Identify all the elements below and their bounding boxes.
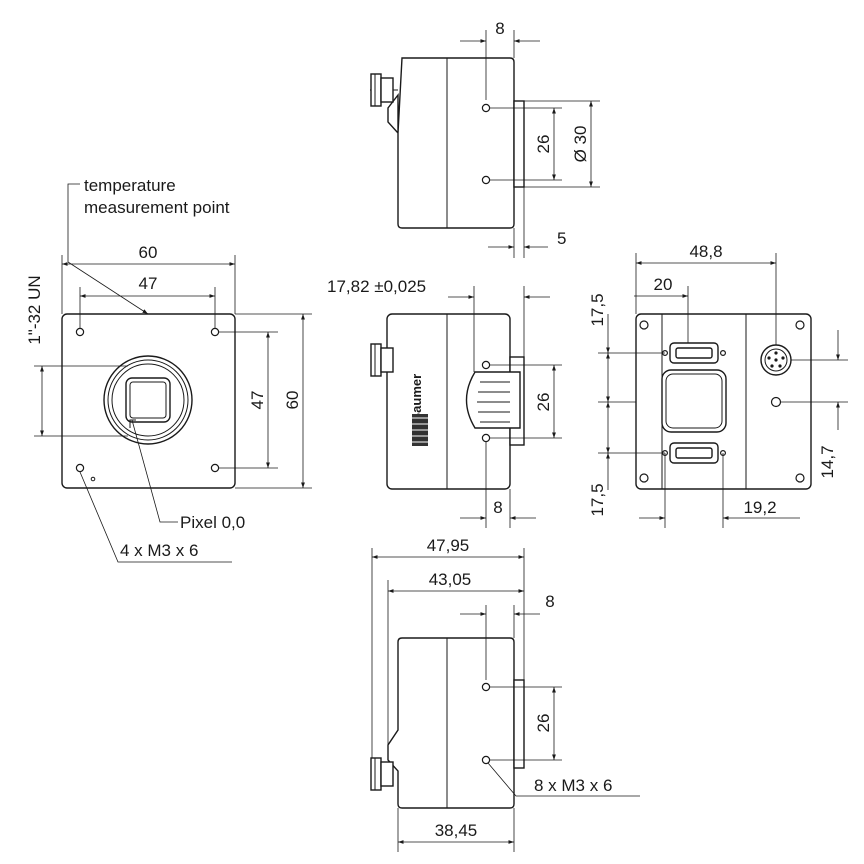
- data-connector-bottom: [661, 442, 726, 464]
- dim-rear-bottom: 17,5: [588, 483, 607, 516]
- temperature-label-line1: temperature: [84, 176, 176, 195]
- mount-hole: [481, 682, 491, 692]
- dim-front-height-outer: 60: [283, 391, 302, 410]
- dim-front-width-holes: 47: [139, 274, 158, 293]
- mount-hole: [210, 463, 220, 473]
- mount-hole: [210, 327, 220, 337]
- dim-front-width-outer: 60: [139, 243, 158, 262]
- lens-mount: [103, 355, 193, 445]
- dim-rear-right-height: 14,7: [818, 445, 837, 478]
- lens-thread-label: 1"-32 UN: [25, 275, 44, 344]
- mount-hole: [481, 433, 491, 443]
- mount-hole: [75, 463, 85, 473]
- mount-hole: [639, 473, 649, 483]
- lens-section: [465, 371, 521, 429]
- dim-rear-width-inner: 20: [654, 275, 673, 294]
- bottom-view: 47,95 43,05 8 26 38,45 8 x M3 x 6: [370, 536, 640, 852]
- mount-hole: [481, 103, 491, 113]
- data-connector-top: [661, 342, 726, 364]
- io-connector: [760, 344, 792, 376]
- connector-plug: [370, 757, 394, 791]
- connector-plug: [370, 343, 394, 377]
- dim-rear-bottom-width: 19,2: [743, 498, 776, 517]
- dim-rear-top: 17,5: [588, 293, 607, 326]
- mount-hole: [481, 755, 491, 765]
- dim-top-height: 26: [534, 135, 553, 154]
- dim-front-height-holes: 47: [248, 391, 267, 410]
- dim-top-diameter: Ø 30: [571, 126, 590, 163]
- dim-side-offset: 8: [493, 498, 502, 517]
- dim-bottom-length-total: 47,95: [427, 536, 470, 555]
- rear-view: 48,8 20 17,5 17,5 14,7 19,2: [588, 242, 848, 528]
- dim-rear-width: 48,8: [689, 242, 722, 261]
- front-view: 60 47 47 60 1"-32 UN temperature measure…: [25, 176, 312, 563]
- side-view: Baumer 17,82 ±0,025 26 8: [327, 277, 562, 528]
- sensor-window: [661, 369, 727, 433]
- dim-bottom-offset: 8: [545, 592, 554, 611]
- dim-top-depth: 5: [557, 229, 566, 248]
- baumer-logo: Baumer: [409, 374, 428, 446]
- side-holes-label: 8 x M3 x 6: [534, 776, 612, 795]
- dim-bottom-height: 26: [534, 714, 553, 733]
- mount-hole: [481, 175, 491, 185]
- dim-top-offset: 8: [495, 19, 504, 38]
- connector-plug: [370, 73, 394, 107]
- mount-hole: [639, 320, 649, 330]
- mount-hole: [795, 473, 805, 483]
- dim-side-height: 26: [534, 393, 553, 412]
- dim-bottom-length-body: 43,05: [429, 570, 472, 589]
- dim-sensor-offset: 17,82 ±0,025: [327, 277, 426, 296]
- dim-bottom-length-base: 38,45: [435, 821, 478, 840]
- top-view: 8 26 Ø 30 5: [370, 19, 600, 258]
- temperature-label-line2: measurement point: [84, 198, 230, 217]
- mount-hole: [75, 327, 85, 337]
- status-led: [770, 396, 782, 408]
- mount-hole: [481, 360, 491, 370]
- pixel-origin-label: Pixel 0,0: [180, 513, 245, 532]
- front-holes-label: 4 x M3 x 6: [120, 541, 198, 560]
- baumer-logo-text: Baumer: [409, 374, 424, 422]
- temperature-point: [90, 476, 96, 482]
- mount-hole: [795, 320, 805, 330]
